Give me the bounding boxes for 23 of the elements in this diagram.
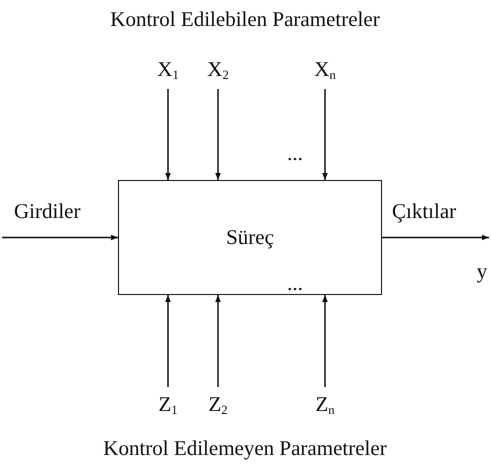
parameter-label: X$_{n}$ <box>314 58 336 83</box>
note-text: y <box>476 260 488 284</box>
parameter-label: Z$_{2}$ <box>208 393 228 418</box>
arrow <box>322 295 328 387</box>
diagram-caption: Kontrol Edilemeyen Parametreler <box>103 437 387 460</box>
parameter-label: X$_{2}$ <box>207 58 229 83</box>
process-box <box>118 180 382 295</box>
note-text: ... <box>287 142 303 166</box>
arrow <box>382 234 489 240</box>
arrow <box>165 295 171 387</box>
arrow <box>322 88 328 180</box>
edge-label: Çıktılar <box>392 200 456 224</box>
arrow <box>215 295 221 387</box>
parameter-label: Z$_{n}$ <box>315 393 335 418</box>
parameter-label: Z$_{1}$ <box>158 393 178 418</box>
arrow <box>215 88 221 180</box>
edge-label: Girdiler <box>14 200 80 224</box>
parameter-label: X$_{1}$ <box>157 58 179 83</box>
diagram-title: Kontrol Edilebilen Parametreler <box>110 8 380 32</box>
arrow <box>2 234 118 240</box>
arrow <box>165 88 171 180</box>
note-text: ... <box>287 272 303 296</box>
process-label: Süreç <box>226 226 274 250</box>
